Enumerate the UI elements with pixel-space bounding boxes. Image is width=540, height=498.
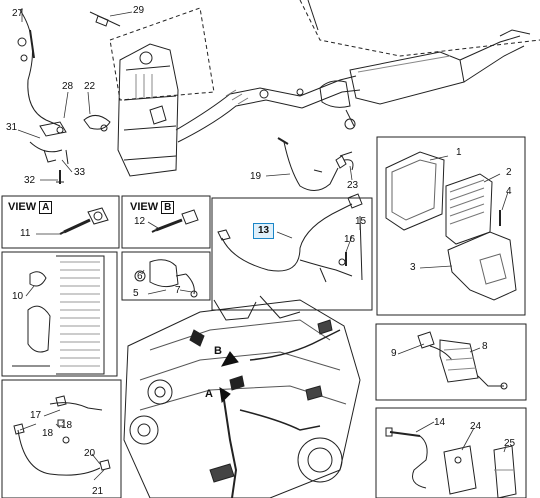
catalytic-converter [117,43,179,177]
callout-20: 20 [84,448,96,459]
harness-13 [217,193,363,283]
view-b-letter: B [161,201,175,214]
radiator-panel [1,251,118,377]
ecm-module-group [385,151,517,301]
sensor-89-panel [375,323,527,401]
harness-panel [211,197,373,311]
callout-33: 33 [74,167,86,178]
view-a-arrow [219,387,231,404]
sensor-14-panel [375,407,527,498]
callout-12: 12 [134,216,146,227]
callout-25: 25 [504,438,516,449]
callout-16: 16 [344,234,356,245]
exhaust-temp-sensor-19 [277,137,354,191]
callout-2: 2 [506,167,512,178]
sensor-6-7 [134,259,198,298]
callout-21: 21 [92,486,104,497]
engine-assembly [123,295,361,498]
callout-24: 24 [470,421,482,432]
callout-13-highlighted: 13 [253,223,275,239]
callout-15: 15 [355,216,367,227]
view-a-letter: A [39,201,53,214]
view-b-arrow [220,351,239,367]
callout-4: 4 [506,186,512,197]
view-b-prefix: VIEW [130,201,159,213]
callout-5: 5 [133,288,139,299]
exhaust-pipe-muffler [175,29,531,143]
callout-32: 32 [24,175,36,186]
callout-6: 6 [137,271,143,282]
callout-7: 7 [175,285,181,296]
callout-18a: 18 [61,420,73,431]
callout-29: 29 [133,5,145,16]
leader-lines [17,8,509,481]
callout-9: 9 [391,348,397,359]
cam-sensor-12 [151,209,199,233]
sensor-567-panel [121,251,211,301]
view-a-prefix: VIEW [8,201,37,213]
radiator [12,255,105,375]
callout-3: 3 [410,262,416,273]
engine-marker-a: A [205,388,213,400]
callout-27: 27 [12,8,24,19]
callout-22: 22 [84,81,96,92]
callout-28: 28 [62,81,74,92]
harness-lower-panel [1,379,122,498]
sensor-8-9 [417,331,508,390]
callout-18b: 18 [42,428,54,439]
o2-sensor-harness-group [17,9,121,184]
sensor-14-bracket [385,427,517,498]
callout-19: 19 [250,171,262,182]
view-a-panel [1,195,120,249]
ecm-panel [376,136,526,316]
harness-17-21 [13,395,111,476]
callout-17: 17 [30,410,42,421]
callout-14: 14 [434,417,446,428]
callout-1: 1 [456,147,462,158]
callout-23: 23 [347,180,359,191]
callout-10: 10 [12,291,24,302]
dashed-region-outline [109,7,215,101]
callout-31: 31 [6,122,18,133]
crank-sensor-11 [59,207,109,235]
engine-marker-b: B [214,345,222,357]
callout-11: 11 [20,228,31,239]
view-b-panel [121,195,211,249]
callout-8: 8 [482,341,488,352]
